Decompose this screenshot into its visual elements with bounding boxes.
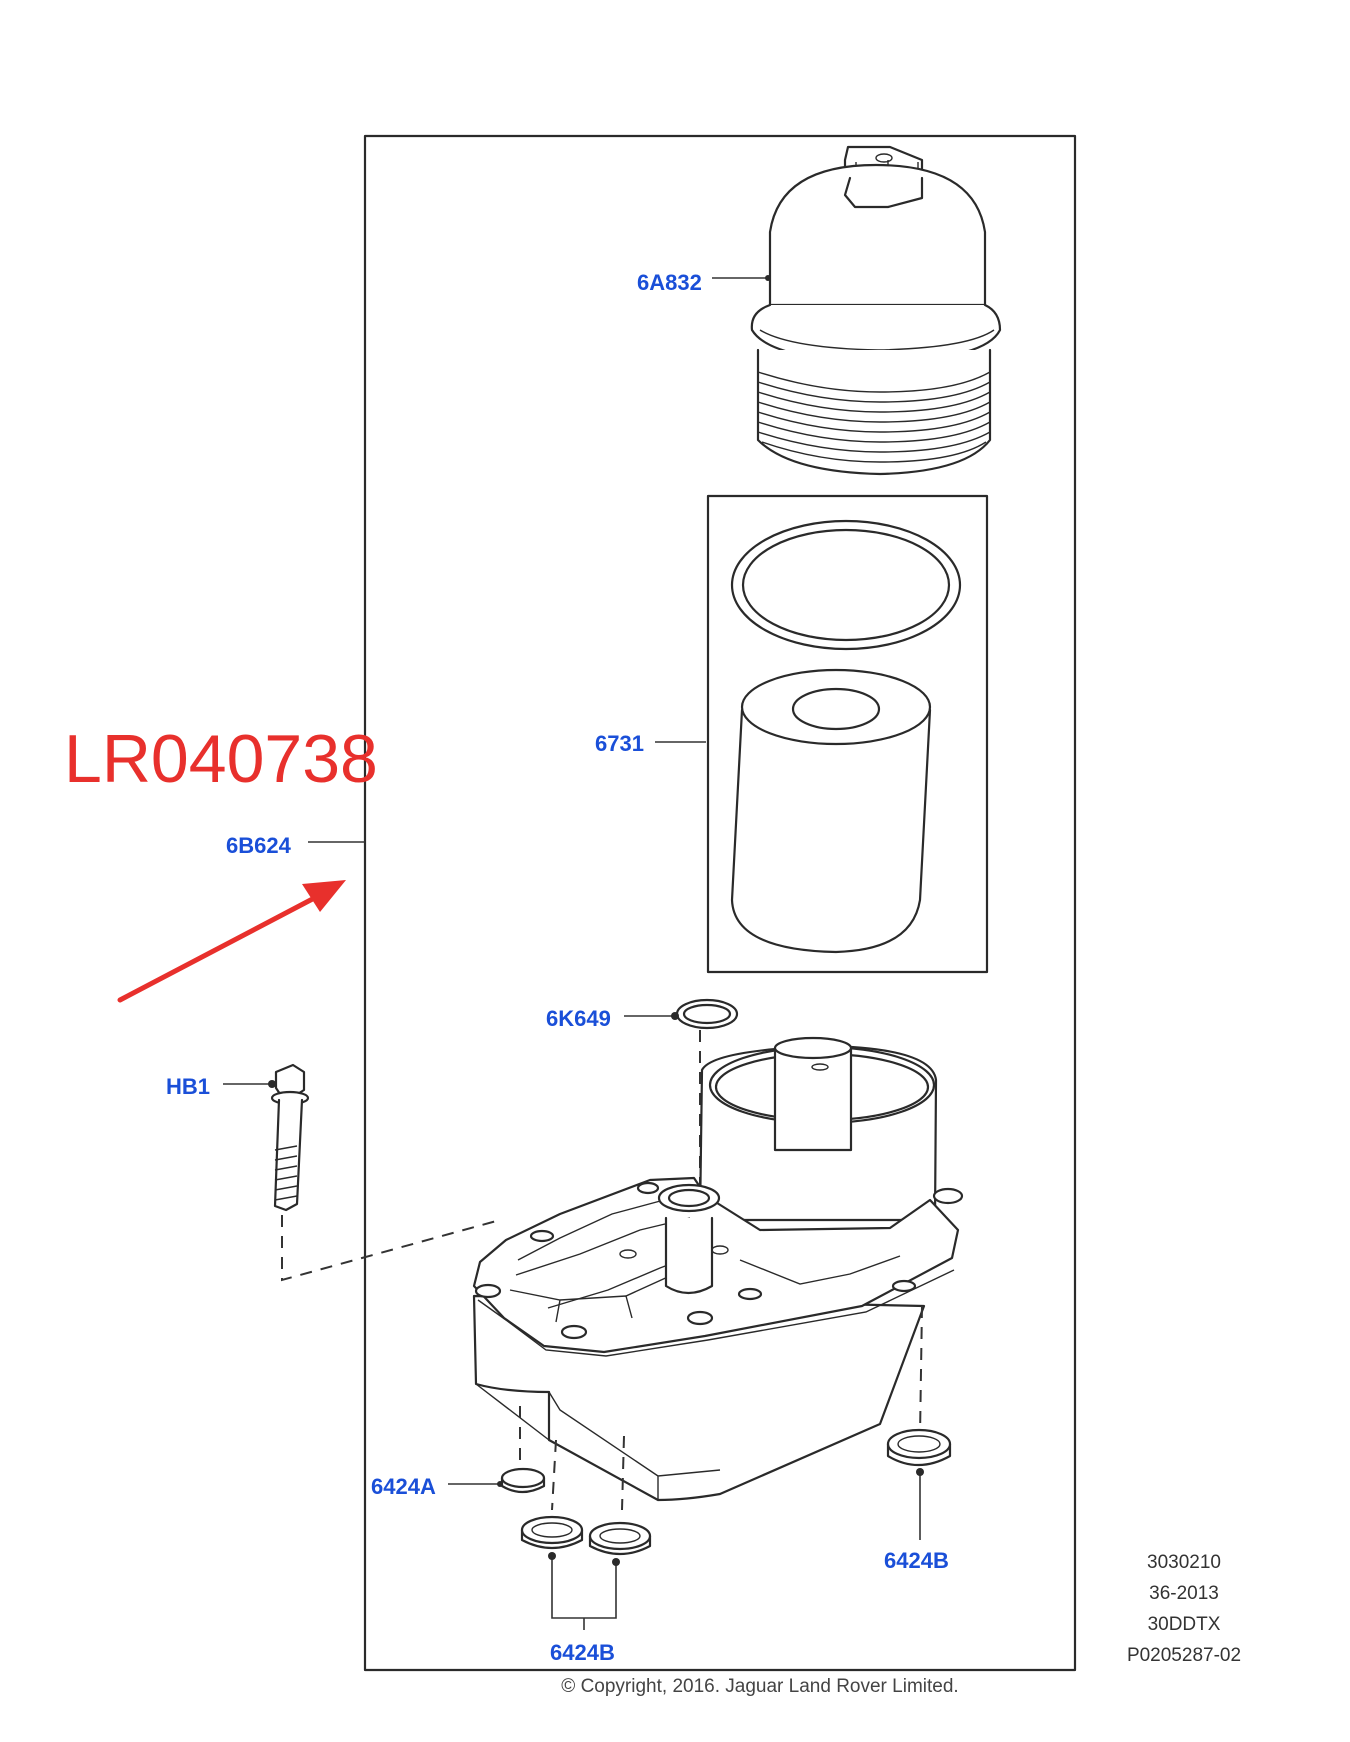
red-arrow xyxy=(117,880,346,1003)
kit-frame xyxy=(363,134,1077,1672)
part-number-label: LR040738 xyxy=(64,721,378,797)
callout-o-ring[interactable]: 6K649 xyxy=(546,1006,611,1031)
svg-text:36-2013: 36-2013 xyxy=(1149,1583,1219,1604)
filter-element-drawing xyxy=(730,668,932,954)
callout-filter-cap[interactable]: 6A832 xyxy=(637,270,702,295)
leader-lines xyxy=(223,275,924,1630)
svg-text:P0205287-02: P0205287-02 xyxy=(1127,1645,1241,1666)
callout-seal-left[interactable]: 6424A xyxy=(371,1474,436,1499)
filter-cap-drawing xyxy=(750,145,1002,476)
copyright-notice: © Copyright, 2016. Jaguar Land Rover Lim… xyxy=(561,1676,958,1697)
bolt-drawing xyxy=(270,1063,310,1212)
kit-o-ring-drawing xyxy=(730,519,962,651)
callout-seal-right[interactable]: 6424B xyxy=(884,1548,949,1573)
callout-seals-bottom[interactable]: 6424B xyxy=(550,1640,615,1665)
callout-bolt[interactable]: HB1 xyxy=(166,1074,210,1099)
svg-text:3030210: 3030210 xyxy=(1147,1552,1221,1573)
housing-drawing xyxy=(472,1036,964,1502)
small-o-ring-drawing xyxy=(675,998,739,1030)
bolt-dash-line xyxy=(281,1215,501,1282)
seal-dash-lines xyxy=(519,1305,923,1511)
callout-filter-element[interactable]: 6731 xyxy=(595,731,644,756)
drawing-meta: 3030210 36-2013 30DDTX P0205287-02 xyxy=(1127,1552,1241,1666)
seals-drawing xyxy=(500,1428,952,1556)
filter-kit-box xyxy=(706,494,989,974)
callout-housing-assembly[interactable]: 6B624 xyxy=(226,833,292,858)
svg-text:30DDTX: 30DDTX xyxy=(1148,1614,1221,1635)
